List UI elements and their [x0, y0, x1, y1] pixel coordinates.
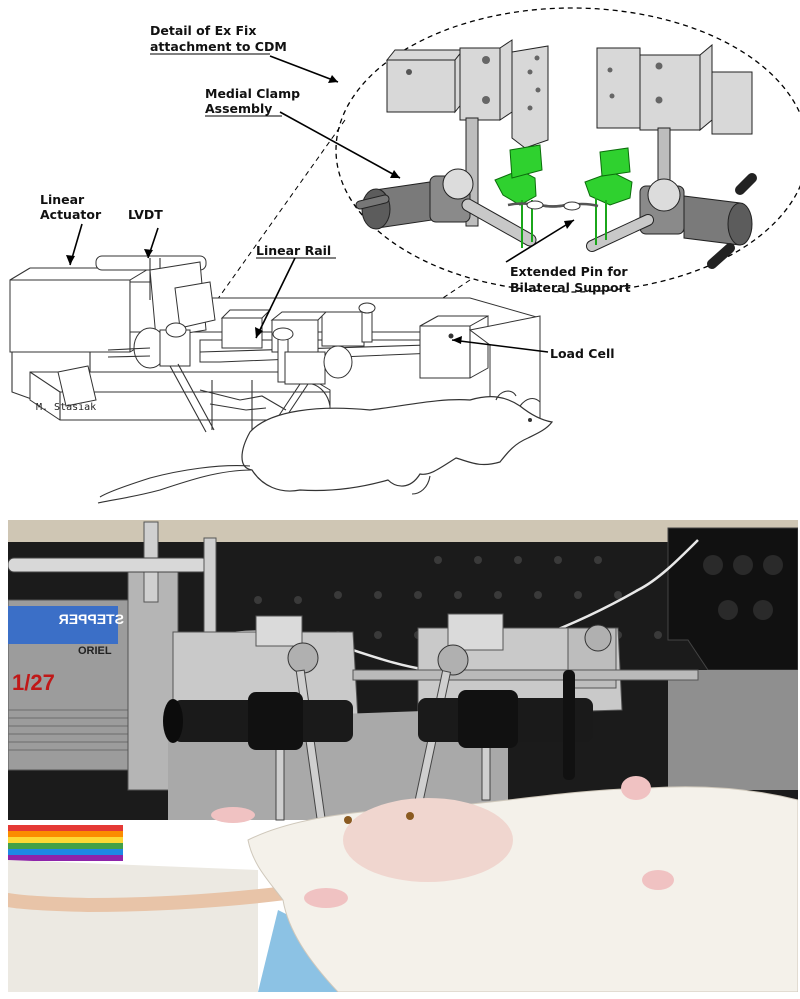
rat-outline	[97, 383, 554, 504]
left-upper-block	[255, 615, 303, 647]
arrow-linear-rail	[255, 257, 296, 339]
paw-right	[621, 776, 651, 800]
motor-brand: ORIEL	[78, 645, 112, 657]
apparatus-schematic: M. Stasiak Detail of Ex Fix attachment t…	[9, 7, 800, 504]
paw-hind	[304, 888, 348, 908]
label-extended-pin-line1: Extended Pin for	[510, 264, 628, 279]
author-signature: M. Stasiak	[36, 402, 96, 413]
left-knob	[287, 642, 319, 674]
paw-lower-right	[642, 870, 674, 890]
label-medial-line1: Medial Clamp	[205, 86, 300, 101]
arrowhead-linear-rail	[255, 327, 263, 338]
linear-rail-photo	[352, 669, 699, 681]
arrow-load-cell	[451, 339, 549, 353]
label-linear-rail: Linear Rail	[256, 243, 331, 258]
detail-ellipse	[335, 7, 800, 293]
right-knob	[437, 644, 469, 676]
shaved-patch	[343, 798, 513, 882]
right-upper-block	[447, 613, 504, 651]
label-medial-line2: Assembly	[205, 101, 272, 116]
rat-tail	[8, 883, 315, 913]
arrowhead-load-cell	[452, 336, 462, 344]
apparatus-outline	[9, 255, 541, 433]
motor-label: STEPPER	[59, 611, 124, 627]
arrowhead-extended-pin	[564, 220, 574, 229]
detail-view	[355, 39, 757, 269]
arrow-extended-pin	[505, 219, 575, 263]
apparatus-photograph: STEPPER ORIEL 1/27	[8, 520, 798, 992]
label-lvdt: LVDT	[128, 207, 163, 222]
arrowhead-lvdt	[144, 249, 153, 258]
label-linear-actuator-line1: Linear	[40, 192, 85, 207]
label-linear-actuator-line2: Actuator	[40, 207, 102, 222]
left-black-clamp	[163, 692, 353, 750]
lvdt-rod	[8, 557, 209, 573]
arrowhead-medial-clamp	[390, 170, 400, 178]
label-detail-line1: Detail of Ex Fix	[150, 23, 256, 38]
motor-tag: 1/27	[12, 670, 55, 695]
label-load-cell: Load Cell	[550, 346, 615, 361]
ribbon-cable	[8, 825, 123, 861]
label-detail-line2: attachment to CDM	[150, 39, 287, 54]
arrowhead-linear-actuator	[66, 255, 75, 265]
arrowhead-detail	[328, 75, 338, 83]
right-black-clamp	[418, 670, 593, 780]
arrow-medial-clamp	[279, 111, 401, 179]
paw-front	[211, 807, 255, 823]
label-extended-pin-line2: Bilateral Support	[510, 280, 631, 295]
arrow-detail	[269, 55, 339, 83]
